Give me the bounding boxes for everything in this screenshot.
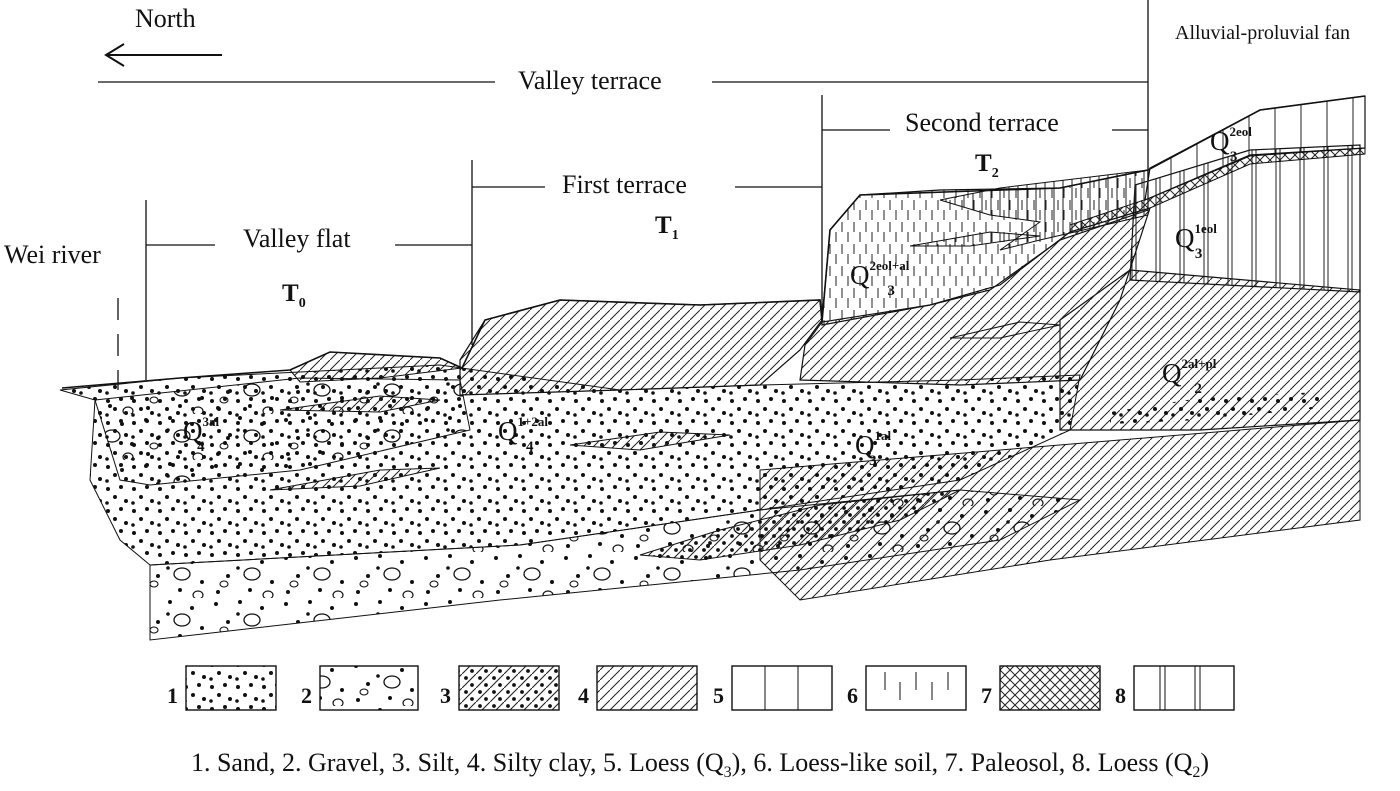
valley-flat-label: Valley flat [243, 224, 351, 253]
unit-q4-1-2al: Q1+2al4 [498, 414, 549, 456]
lens-loess-1 [909, 231, 1041, 247]
legend-num-2: 2 [301, 683, 312, 708]
legend-swatch-loess-like-soil [865, 665, 967, 711]
valley-terrace-label: Valley terrace [518, 66, 662, 95]
legend-caption: 1. Sand, 2. Gravel, 3. Silt, 4. Silty cl… [190, 748, 1210, 782]
alluvial-proluvial-fan-label: Alluvial-proluvial fan [1175, 22, 1350, 44]
unit-q3-1al: Q1al3 [855, 428, 892, 470]
legend [185, 665, 1235, 711]
lens-silty-clay-1 [279, 395, 441, 413]
ground-surface [61, 95, 1366, 389]
legend-num-6: 6 [847, 683, 858, 708]
legend-num-7: 7 [981, 683, 992, 708]
legend-swatch-silty-clay [596, 665, 698, 711]
layer-q2-sand-band [1110, 392, 1320, 424]
unit-q4-3al: Q3al4 [183, 414, 220, 456]
second-terrace-label: Second terrace [905, 108, 1059, 137]
terrace-bracket-lines [98, 0, 1149, 390]
first-terrace-label: First terrace [562, 170, 687, 199]
legend-num-1: 1 [167, 683, 178, 708]
lens-silty-clay-2 [269, 467, 441, 491]
lens-silty-clay-4 [949, 321, 1061, 339]
layer-silt-lens [639, 489, 961, 561]
north-label: North [135, 4, 196, 33]
legend-swatch-loess-q3 [731, 665, 833, 711]
legend-num-4: 4 [578, 683, 589, 708]
second-terrace-symbol: T2 [975, 150, 999, 181]
legend-swatch-gravel [319, 665, 419, 711]
first-terrace-symbol: T1 [655, 212, 679, 243]
unit-q3-1eol: Q1eol3 [1175, 221, 1217, 263]
lens-silty-clay-3 [569, 431, 731, 451]
legend-swatch-paleosol [999, 665, 1101, 711]
valley-flat-symbol: T0 [282, 280, 306, 311]
legend-swatch-loess-q2 [1133, 665, 1235, 711]
unit-q3-2eol-al: Q2eol+al3 [850, 258, 910, 300]
unit-q2-2al-pl: Q2al+pl2 [1162, 356, 1217, 398]
legend-swatch-sand [185, 665, 277, 711]
legend-num-3: 3 [440, 683, 451, 708]
wei-river-label: Wei river [4, 240, 101, 269]
legend-swatch-silt [458, 665, 560, 711]
unit-q3-2eol: Q2eol3 [1210, 124, 1252, 166]
north-arrow [104, 43, 222, 67]
legend-num-8: 8 [1115, 683, 1126, 708]
legend-num-5: 5 [713, 683, 724, 708]
